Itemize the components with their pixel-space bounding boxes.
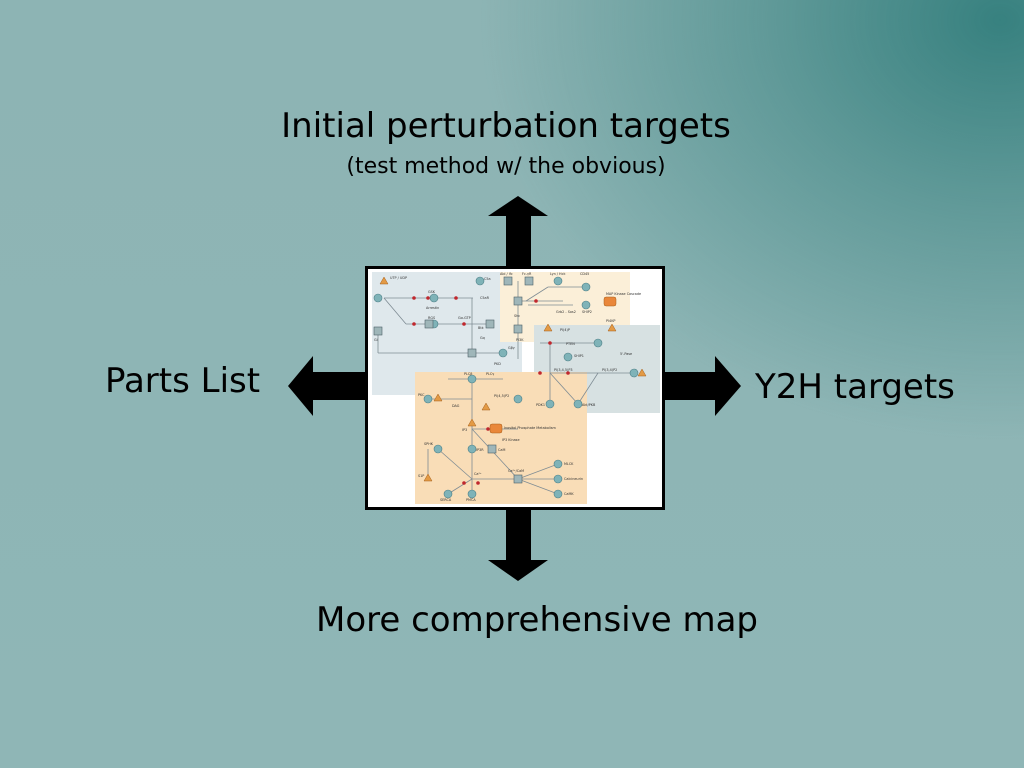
pathway-nodes — [373, 276, 639, 499]
label-pten: PTEN — [566, 342, 575, 346]
label-dag: DAG — [452, 404, 460, 408]
right-label: Y2H targets — [755, 367, 955, 407]
label-pi3k: PI3K — [516, 338, 524, 342]
top-title: Initial perturbation targets — [281, 106, 731, 146]
label-map: MAP Kinase Cascade — [606, 292, 641, 296]
label-lyn: Lyn / Hck — [550, 272, 565, 276]
label-inositol: Inositol Phosphate Metabolism — [504, 426, 557, 430]
label-ship2: SHIP2 — [582, 310, 592, 314]
region-calcium — [415, 372, 587, 504]
label-gbg: Gβγ — [508, 346, 515, 350]
label-fc: Fc-γR — [522, 272, 532, 276]
label-serca: SERCA — [440, 498, 452, 502]
top-subtitle: (test method w/ the obvious) — [346, 154, 666, 179]
label-pi4p: PI(4)P — [560, 328, 570, 332]
label-ca-cam: Ca²⁺/CaM — [508, 469, 524, 473]
label-akt: Akt/PKB — [582, 403, 596, 407]
label-pi34p2: PI(3,4)P2 — [602, 368, 617, 372]
label-plcb: PLCβ — [464, 372, 472, 376]
label-cd45: CD45 — [580, 272, 589, 276]
pathway-triangles — [379, 276, 647, 482]
label-bact: Btk — [478, 326, 484, 330]
label-pip2: PI(4,5)P2 — [494, 394, 509, 398]
label-cam: CaM — [498, 448, 505, 452]
pathway-square-nodes — [373, 276, 534, 484]
down-arrow — [488, 508, 548, 581]
pathway-figure: UTP / UDP C5a C5aR GSK Arrestin RGS Gα-G… — [365, 266, 665, 510]
label-gsgtp: Gα-GTP — [458, 316, 471, 320]
label-rgs: RGS — [428, 316, 435, 320]
bottom-label: More comprehensive map — [316, 600, 758, 640]
label-pi345: PI(3,4,5)P3 — [554, 368, 573, 372]
right-arrow — [662, 356, 741, 416]
pathway-diagram: UTP / UDP C5a C5aR GSK Arrestin RGS Gα-G… — [372, 272, 660, 504]
label-ip3r: IP3R — [476, 448, 484, 452]
pathway-cascades — [489, 296, 617, 434]
label-gi: Gi — [374, 338, 378, 342]
label-ca: Ca²⁺ — [474, 472, 482, 476]
label-sha: Shc — [514, 314, 520, 318]
label-pdk1: PDK1 — [536, 403, 545, 407]
label-pmca: PMCA — [466, 498, 476, 502]
label-s-phase: 5'-Pase — [620, 352, 632, 356]
label-grb: Grb2 - Sos2 — [556, 310, 576, 314]
label-arrestin: Arrestin — [426, 306, 439, 310]
left-label: Parts List — [105, 361, 261, 401]
label-pkd: PKD — [494, 362, 501, 366]
label-mlck: MLCK — [564, 462, 574, 466]
label-c5ar: C5aR — [480, 296, 490, 300]
label-gq: Gq — [480, 336, 485, 340]
left-arrow — [288, 356, 368, 416]
label-sphk: SPHK — [424, 442, 434, 446]
up-arrow — [488, 196, 548, 270]
label-camk: CaMK — [564, 492, 574, 496]
label-ship1: SHIP1 — [574, 354, 584, 358]
label-c5a: C5a — [484, 277, 491, 281]
label-s1p: S1P — [418, 474, 424, 478]
label-gsk: GSK — [428, 290, 436, 294]
label-pkc: PKC — [418, 393, 425, 397]
label-ip3-kinase: IP3 Kinase — [502, 438, 520, 442]
pathway-labels: UTP / UDP C5a C5aR GSK Arrestin RGS Gα-G… — [374, 272, 641, 502]
label-utp-udp: UTP / UDP — [390, 276, 407, 280]
pathway-markers — [412, 296, 570, 485]
label-ip3: IP3 — [462, 428, 467, 432]
label-calcineurin: Calcineurin — [564, 477, 583, 481]
label-pi4kp: PI4KP — [606, 319, 615, 323]
label-plcg: PLCγ — [486, 372, 494, 376]
label-abl: Abl / lfc — [500, 272, 513, 276]
